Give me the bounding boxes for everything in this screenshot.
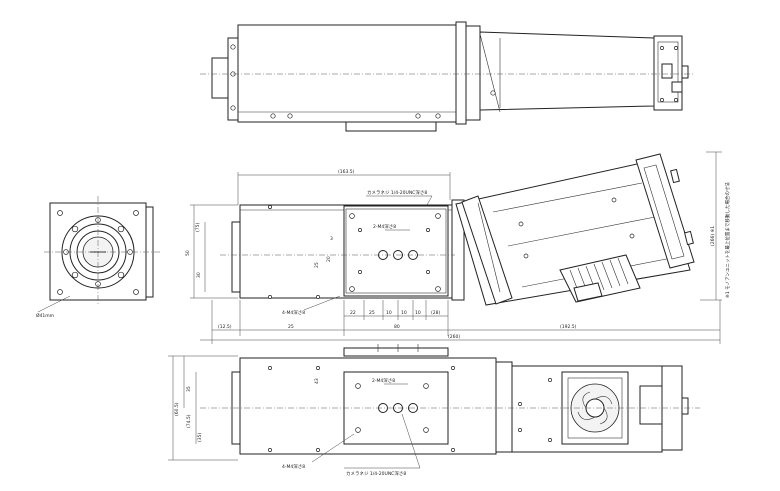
dim-80: 80 bbox=[394, 324, 400, 330]
dim-bottom-1: 22 bbox=[350, 310, 356, 316]
bottom-view: 2-M4深さ8 (60.5 bbox=[168, 344, 700, 477]
dim-overall: (260) bbox=[448, 334, 460, 340]
note-vertical: ※1 モノアンユニットを最上位置まで移動した場合の寸法 bbox=[724, 182, 731, 298]
dim-vert-h1: (75) bbox=[195, 223, 201, 232]
bottom-dim-v4: (35) bbox=[197, 433, 203, 442]
dim-left-small: (12.5) bbox=[218, 324, 232, 330]
top-view bbox=[200, 21, 695, 132]
bottom-m4-4-label: 4-M4深さ8 bbox=[282, 463, 305, 470]
dim-bottom-5: 10 bbox=[415, 310, 421, 316]
dim-25: 25 bbox=[288, 324, 294, 330]
side-m4-2-label: 2-M4深さ8 bbox=[373, 223, 396, 230]
dim-top-total: (163.5) bbox=[338, 169, 355, 175]
end-view: Ø41mm bbox=[36, 196, 160, 319]
dim-right-span: (192.5) bbox=[560, 324, 577, 330]
side-camera-screw-label: カメラネジ 1/4-20UNC深さ8 bbox=[367, 189, 427, 196]
bottom-dim-v2: 35 bbox=[186, 386, 192, 392]
side-view: (163.5) カメラネジ 1/4-20UNC深さ8 2-M4深さ8 bbox=[185, 151, 731, 344]
dim-vert-h2: 50 bbox=[185, 250, 191, 256]
end-view-phi-label: Ø41mm bbox=[36, 312, 54, 319]
bottom-camera-screw-label: カメラネジ 1/4-20UNC深さ8 bbox=[346, 470, 406, 477]
dim-bottom-4: 10 bbox=[401, 310, 407, 316]
dim-20: 20 bbox=[326, 256, 332, 262]
bottom-m4-2-label: 2-M4深さ8 bbox=[372, 377, 395, 384]
dim-bottom-2: 25 bbox=[369, 310, 375, 316]
bottom-dim-v1: (60.5) bbox=[174, 402, 180, 416]
dim-25b: 25 bbox=[314, 262, 320, 268]
dim-right-vert: (266) ※1 bbox=[710, 226, 716, 246]
side-m4-4-label: 4-M4深さ8 bbox=[282, 309, 305, 316]
bottom-dim-v3: (74.5) bbox=[186, 414, 192, 428]
dim-bottom-3: 10 bbox=[386, 310, 392, 316]
dim-3: 3 bbox=[330, 236, 333, 242]
bottom-dim-43: 43 bbox=[314, 378, 320, 384]
dim-vert-h3: 30 bbox=[196, 272, 202, 278]
dim-bottom-6: (28) bbox=[431, 310, 440, 316]
